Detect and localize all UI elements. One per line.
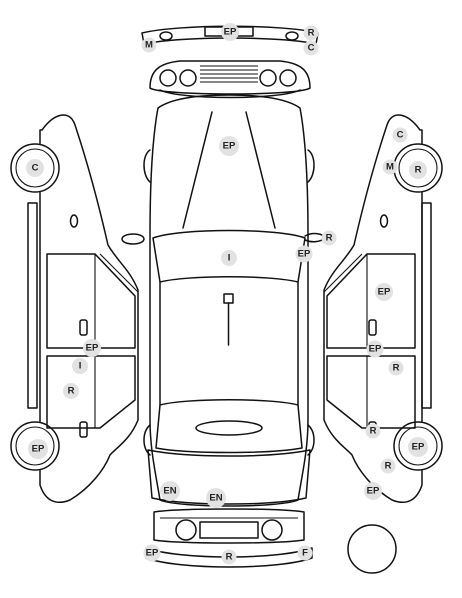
marker[interactable]: R [409, 161, 427, 179]
marker[interactable]: EP [364, 482, 382, 500]
marker-code: I [79, 361, 82, 372]
marker-code: EP [146, 548, 159, 559]
marker-code: F [302, 548, 308, 559]
marker[interactable]: M [141, 37, 157, 53]
marker[interactable]: C [303, 40, 319, 56]
marker[interactable]: EP [83, 339, 101, 357]
marker[interactable]: EP [219, 136, 239, 156]
marker-code: EP [298, 249, 311, 260]
marker[interactable]: EP [408, 437, 428, 457]
marker[interactable]: EN [160, 481, 180, 501]
marker-code: R [308, 28, 315, 39]
rear-bumper-top[interactable] [145, 547, 313, 568]
marker[interactable]: R [321, 230, 337, 246]
marker-code: EN [163, 486, 176, 497]
marker-code: EP [369, 344, 382, 355]
marker[interactable]: M [382, 159, 398, 175]
front-end[interactable] [149, 60, 311, 99]
marker-code: C [32, 163, 39, 174]
marker-code: EP [32, 444, 45, 455]
marker-code: EN [209, 493, 222, 504]
marker[interactable]: EP [143, 544, 161, 562]
marker[interactable]: C [26, 159, 44, 177]
marker[interactable]: EP [295, 245, 313, 263]
marker[interactable]: R [388, 360, 404, 376]
marker[interactable]: EP [366, 340, 384, 358]
marker-code: R [370, 426, 377, 437]
marker[interactable]: EN [206, 488, 226, 508]
marker[interactable]: I [72, 358, 88, 374]
marker-code: M [386, 162, 394, 173]
marker-code: EP [224, 27, 237, 38]
marker-code: C [308, 43, 315, 54]
marker[interactable]: R [221, 549, 237, 565]
marker[interactable]: EP [221, 23, 239, 41]
marker[interactable]: F [297, 545, 313, 561]
marker-code: M [145, 40, 153, 51]
marker-code: EP [223, 141, 236, 152]
rear-end[interactable] [153, 508, 305, 544]
marker-code: I [228, 253, 231, 264]
marker-code: R [385, 461, 392, 472]
marker-code: EP [412, 442, 425, 453]
marker-code: EP [367, 486, 380, 497]
marker-code: R [326, 233, 333, 244]
marker-code: EP [86, 343, 99, 354]
marker-code: R [68, 386, 75, 397]
marker-code: EP [378, 287, 391, 298]
car-body-top[interactable] [121, 94, 327, 507]
marker[interactable]: EP [375, 283, 393, 301]
marker[interactable]: R [365, 423, 381, 439]
marker-code: R [393, 363, 400, 374]
marker[interactable]: R [63, 383, 79, 399]
marker[interactable]: C [392, 127, 408, 143]
marker[interactable]: R [380, 458, 396, 474]
marker-code: R [415, 165, 422, 176]
marker-code: C [397, 130, 404, 141]
damage-markers: EP R M C EP I R EP C EP I R EP C M R EP … [26, 23, 428, 565]
marker[interactable]: R [303, 25, 319, 41]
marker[interactable]: EP [28, 439, 48, 459]
marker-code: R [226, 552, 233, 563]
spare-wheel[interactable] [347, 524, 397, 574]
marker[interactable]: I [221, 250, 237, 266]
